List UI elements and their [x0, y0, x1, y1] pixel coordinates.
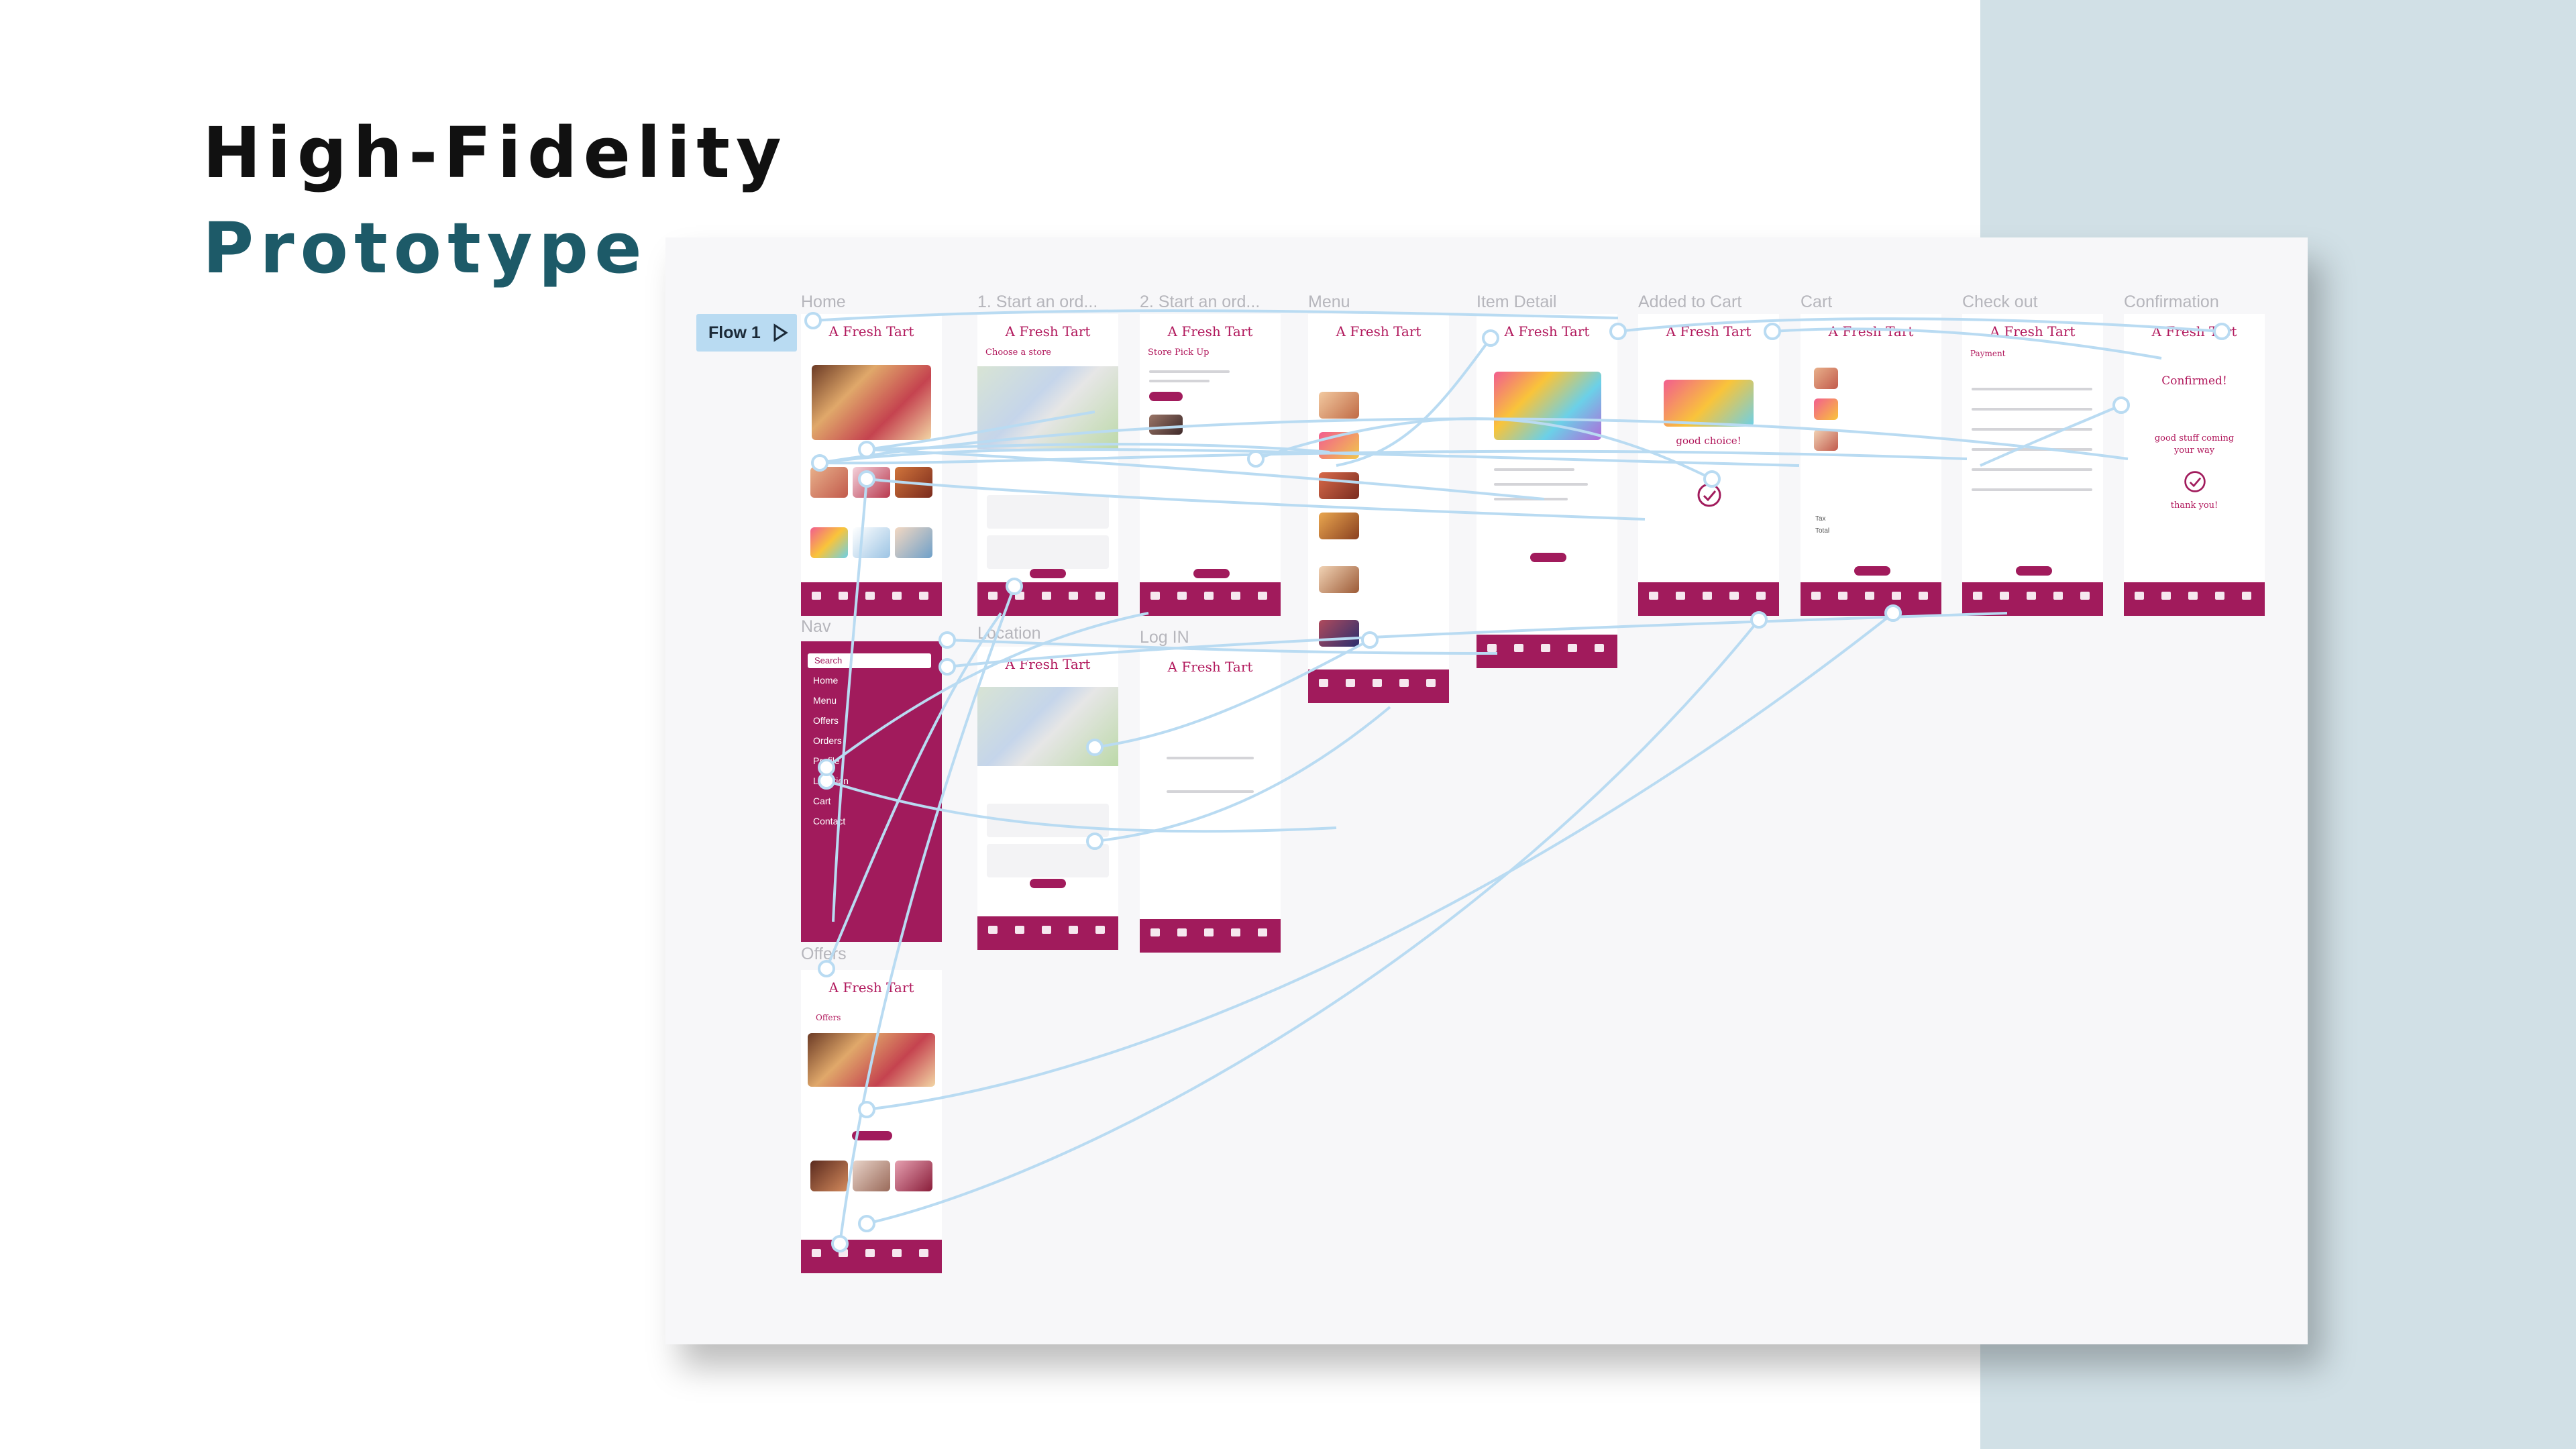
store-pickup-label: Store Pick Up — [1148, 347, 1210, 358]
home-brand: A Fresh Tart — [828, 323, 914, 339]
menu-item-image[interactable] — [1319, 472, 1359, 499]
slide-heading-line1: High-Fidelity — [203, 112, 788, 194]
frame-confirmation[interactable]: A Fresh Tart Confirmed! good stuff comin… — [2124, 314, 2265, 616]
frame-label-offers: Offers — [801, 945, 847, 963]
frame-label-check-out: Check out — [1962, 292, 2038, 311]
frame-item-detail[interactable]: A Fresh Tart — [1477, 314, 1617, 668]
item-detail-bottom-nav[interactable] — [1477, 635, 1617, 668]
flow-start-button[interactable]: Flow 1 — [696, 314, 797, 352]
place-order-button[interactable] — [2016, 566, 2052, 576]
added-bottom-nav[interactable] — [1638, 582, 1779, 616]
choose-store-label: Choose a store — [985, 347, 1051, 358]
thank-you-text: thank you! — [2170, 500, 2218, 511]
slide-heading-line2: Prototype — [203, 207, 648, 289]
continue-button[interactable] — [1030, 569, 1066, 578]
cart-brand: A Fresh Tart — [1828, 323, 1914, 339]
menu-bottom-nav[interactable] — [1308, 669, 1449, 703]
frame-start-order-1[interactable]: A Fresh Tart Choose a store — [977, 314, 1118, 616]
added-image — [1664, 380, 1754, 427]
prototype-canvas[interactable]: Flow 1 Home 1. Start an ord... 2. Start … — [665, 237, 2308, 1344]
frame-label-nav: Nav — [801, 617, 831, 636]
home-hero-image — [812, 365, 931, 440]
offers-tile[interactable] — [810, 1161, 848, 1191]
frame-label-item-detail: Item Detail — [1477, 292, 1557, 311]
frame-check-out[interactable]: A Fresh Tart Payment — [1962, 314, 2103, 616]
cart-bottom-nav[interactable] — [1801, 582, 1941, 616]
offers-tile[interactable] — [853, 1161, 890, 1191]
menu-item-image[interactable] — [1319, 513, 1359, 539]
menu-item-image[interactable] — [1319, 392, 1359, 419]
menu-item-image[interactable] — [1319, 566, 1359, 593]
frame-label-home: Home — [801, 292, 846, 311]
order2-next-button[interactable] — [1193, 569, 1230, 578]
cart-item-image — [1814, 368, 1838, 389]
order2-bottom-nav[interactable] — [1140, 582, 1281, 616]
order2-select-button[interactable] — [1149, 392, 1183, 401]
your-way-text: your way — [2174, 445, 2215, 455]
nav-item-menu[interactable]: Menu — [813, 695, 837, 706]
frame-label-log-in: Log IN — [1140, 628, 1189, 647]
nav-item-home[interactable]: Home — [813, 675, 839, 686]
frame-cart[interactable]: A Fresh Tart Tax Total — [1801, 314, 1941, 616]
confirmed-text: Confirmed! — [2161, 374, 2227, 388]
offers-tile[interactable] — [895, 1161, 932, 1191]
cart-tax-label: Tax — [1815, 515, 1826, 523]
offers-brand: A Fresh Tart — [828, 979, 914, 996]
good-stuff-text: good stuff coming — [2154, 433, 2235, 443]
offers-add-button[interactable] — [852, 1131, 892, 1140]
home-tile[interactable] — [810, 467, 848, 498]
checkout-button[interactable] — [1854, 566, 1890, 576]
play-icon — [773, 323, 788, 342]
nav-item-offers[interactable]: Offers — [813, 715, 839, 726]
add-to-cart-button[interactable] — [1530, 553, 1566, 562]
good-choice-text: good choice! — [1676, 435, 1741, 447]
nav-item-cart[interactable]: Cart — [813, 796, 831, 806]
frame-nav-menu[interactable]: Search Home Menu Offers Orders Profile L… — [801, 641, 942, 942]
flow-label: Flow 1 — [708, 323, 761, 342]
nav-search-input[interactable]: Search — [808, 653, 931, 668]
frame-label-confirmation: Confirmation — [2124, 292, 2219, 311]
frame-added-to-cart[interactable]: A Fresh Tart good choice! — [1638, 314, 1779, 616]
frame-offers[interactable]: A Fresh Tart Offers — [801, 970, 942, 1273]
order2-item-image — [1149, 415, 1183, 435]
prototype-connections — [804, 309, 2231, 1252]
store-card[interactable] — [987, 495, 1109, 529]
checkout-bottom-nav[interactable] — [1962, 582, 2103, 616]
check-circle-icon — [2184, 471, 2206, 492]
menu-brand: A Fresh Tart — [1336, 323, 1421, 339]
frame-label-menu: Menu — [1308, 292, 1350, 311]
cart-item-image — [1814, 429, 1838, 451]
offers-bottom-nav[interactable] — [801, 1240, 942, 1273]
home-tile[interactable] — [895, 527, 932, 558]
frame-label-start-order-2: 2. Start an ord... — [1140, 292, 1260, 311]
order1-brand: A Fresh Tart — [1005, 323, 1091, 339]
confirmation-bottom-nav[interactable] — [2124, 582, 2265, 616]
order1-bottom-nav[interactable] — [977, 582, 1118, 616]
menu-item-image[interactable] — [1319, 620, 1359, 647]
location-card[interactable] — [987, 844, 1109, 877]
frame-label-cart: Cart — [1801, 292, 1833, 311]
location-bottom-nav[interactable] — [977, 916, 1118, 950]
frame-label-added-to-cart: Added to Cart — [1638, 292, 1742, 311]
offers-title: Offers — [816, 1013, 841, 1022]
frame-label-start-order-1: 1. Start an ord... — [977, 292, 1098, 311]
cart-item-image — [1814, 398, 1838, 420]
order2-brand: A Fresh Tart — [1167, 323, 1253, 339]
frame-log-in[interactable]: A Fresh Tart — [1140, 649, 1281, 953]
cart-total-label: Total — [1815, 527, 1830, 535]
nav-item-orders[interactable]: Orders — [813, 735, 842, 746]
home-bottom-nav[interactable] — [801, 582, 942, 616]
item-detail-brand: A Fresh Tart — [1504, 323, 1590, 339]
location-button[interactable] — [1030, 879, 1066, 888]
item-detail-image — [1494, 372, 1601, 440]
payment-label: Payment — [1970, 349, 2006, 358]
login-brand: A Fresh Tart — [1167, 659, 1253, 675]
home-tile[interactable] — [853, 527, 890, 558]
store-card[interactable] — [987, 535, 1109, 569]
login-bottom-nav[interactable] — [1140, 919, 1281, 953]
home-tile[interactable] — [810, 527, 848, 558]
